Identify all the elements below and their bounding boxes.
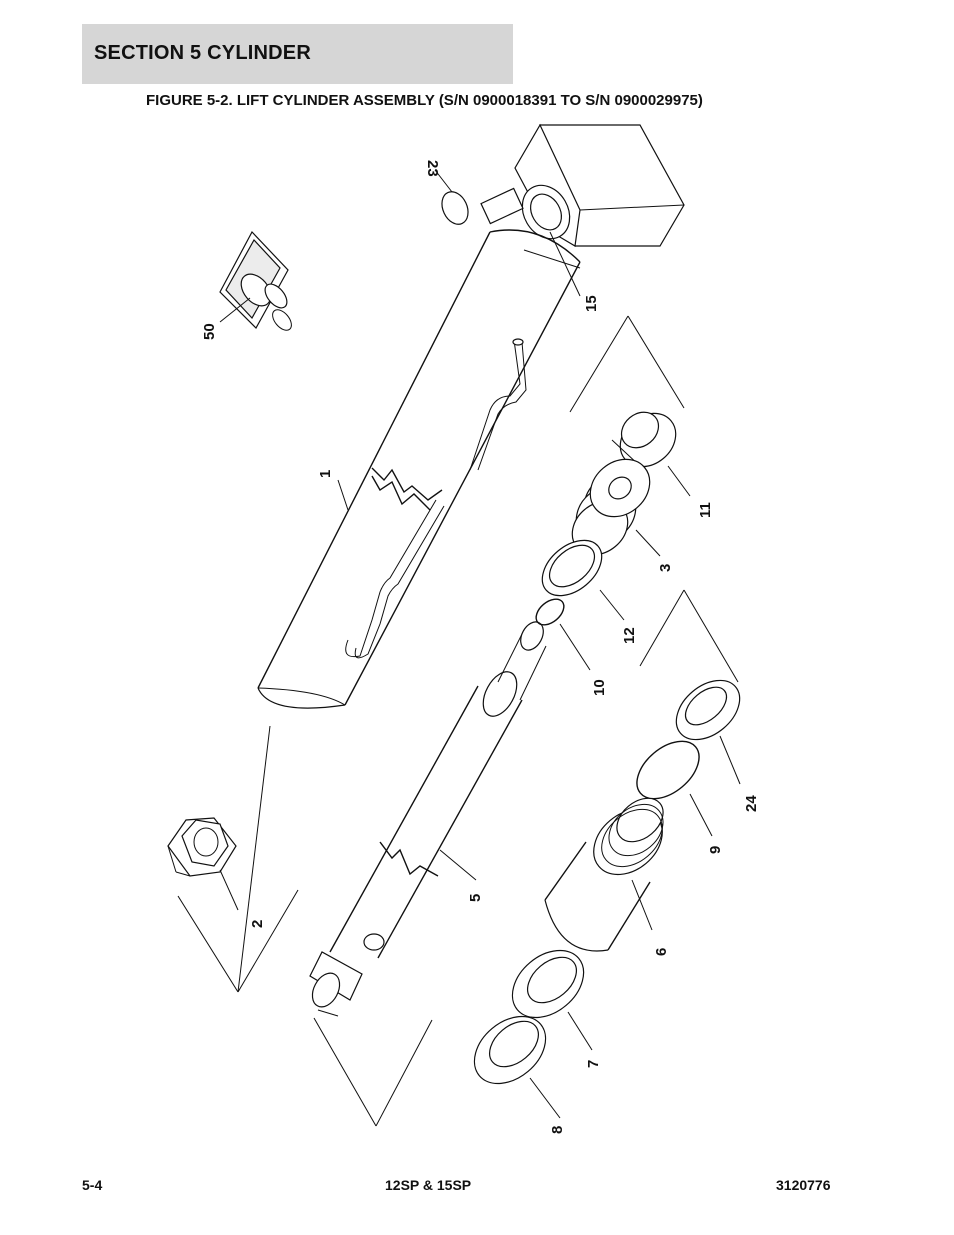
page-number: 5-4 — [82, 1177, 103, 1193]
ring-24 — [675, 679, 741, 741]
callout-24: 24 — [743, 795, 760, 812]
callout-11: 11 — [697, 502, 714, 518]
callout-12: 12 — [621, 627, 638, 644]
model-number: 12SP & 15SP — [385, 1177, 472, 1193]
ring-11 — [611, 411, 677, 468]
section-header: SECTION 5 CYLINDER — [82, 24, 513, 84]
seal-kit-50 — [219, 230, 292, 331]
valve-block-15 — [480, 123, 685, 269]
assembly-lines — [177, 315, 739, 1127]
nut-2 — [167, 817, 237, 877]
seal-12 — [541, 539, 603, 597]
leader-lines — [219, 231, 741, 1119]
callout-7: 7 — [585, 1060, 602, 1068]
seal-7 — [511, 949, 585, 1019]
callout-1: 1 — [317, 470, 334, 478]
callout-5: 5 — [467, 894, 484, 902]
figure-title: FIGURE 5-2. LIFT CYLINDER ASSEMBLY (S/N … — [146, 92, 703, 109]
callout-2: 2 — [249, 920, 266, 928]
callout-labels: 23 50 15 1 11 3 12 10 2 5 24 9 6 7 8 — [201, 160, 760, 1134]
cylinder-head-6 — [544, 797, 664, 952]
callout-9: 9 — [707, 846, 724, 854]
callout-23: 23 — [424, 160, 441, 177]
cap-23 — [434, 169, 469, 225]
oring-9 — [636, 740, 700, 800]
piston-rod-5 — [309, 621, 547, 1017]
callout-50: 50 — [201, 323, 218, 340]
callout-6: 6 — [653, 948, 670, 956]
cylinder-barrel-1 — [257, 229, 581, 709]
wiper-8 — [473, 1015, 547, 1085]
section-title: SECTION 5 CYLINDER — [94, 42, 311, 64]
oring-10 — [535, 598, 565, 626]
callout-3: 3 — [657, 564, 674, 572]
document-number: 3120776 — [776, 1177, 831, 1193]
callout-10: 10 — [591, 679, 608, 696]
callout-15: 15 — [583, 295, 600, 312]
callout-8: 8 — [549, 1126, 566, 1134]
